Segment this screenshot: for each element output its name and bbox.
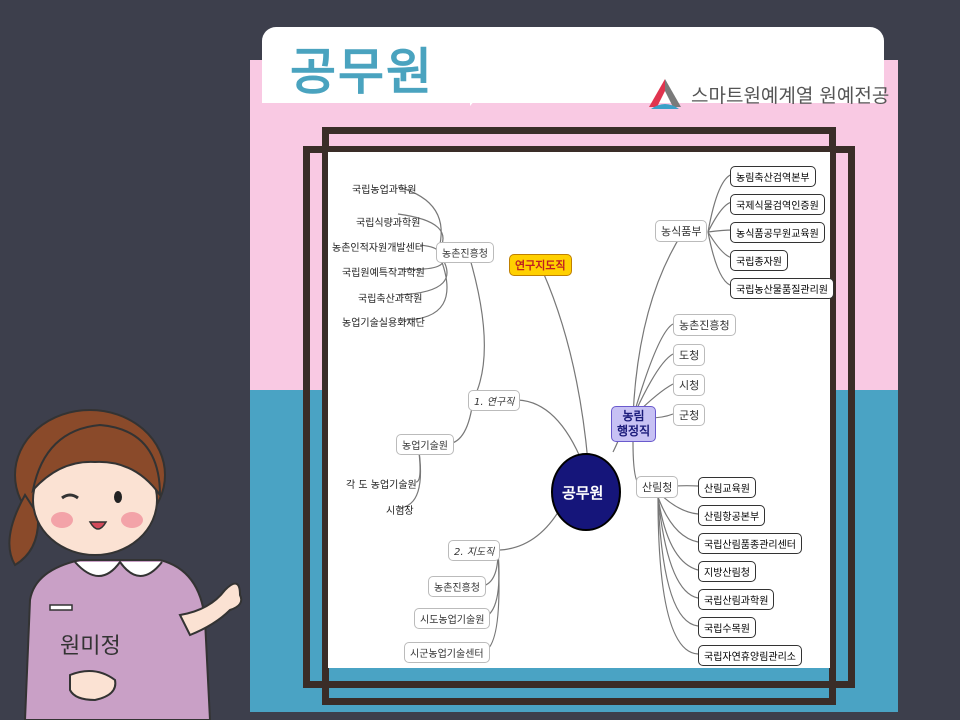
rda-child: 국립식량과학원 xyxy=(356,218,421,229)
admin-node: 농림 행정직 xyxy=(611,406,657,442)
forest-child: 산림항공본부 xyxy=(698,505,766,526)
center-node-label: 공무원 xyxy=(562,484,604,502)
forest-child: 국립자연휴양림관리소 xyxy=(698,645,802,666)
mindmap-canvas: 공무원 연구지도직 1. 연구직 농촌진흥청 국립농업과학원 국립식량과학원 농… xyxy=(328,152,834,668)
rda-child: 국립농업과학원 xyxy=(352,185,417,196)
slide-title: 공무원 xyxy=(290,43,434,101)
ata-child: 각 도 농업기술원 xyxy=(346,480,417,491)
guidance-child: 시군농업기술센터 xyxy=(404,642,490,663)
forest-child: 국립산림과학원 xyxy=(698,589,775,610)
admin-node-line1: 농림 xyxy=(622,409,645,423)
mafra-node: 농식품부 xyxy=(655,220,708,242)
forest-child: 지방산림청 xyxy=(698,561,756,582)
mafra-child: 국립종자원 xyxy=(730,250,788,271)
teacher-character-illustration xyxy=(8,409,243,720)
mafra-child: 국제식물검역인증원 xyxy=(730,194,825,215)
admin-other-node: 농촌진흥청 xyxy=(673,314,736,336)
rda-child: 국립원예특작과학원 xyxy=(342,268,425,279)
research-guidance-header: 연구지도직 xyxy=(509,254,572,276)
character-name: 원미정 xyxy=(60,634,121,659)
admin-other-node: 군청 xyxy=(673,404,706,426)
guidance-node: 2. 지도직 xyxy=(448,540,501,561)
forest-child: 산림교육원 xyxy=(698,477,756,498)
ata-node: 농업기술원 xyxy=(396,434,454,455)
mafra-child: 농림축산검역본부 xyxy=(730,166,816,187)
guidance-child: 농촌진흥청 xyxy=(428,576,486,597)
admin-other-node: 도청 xyxy=(673,344,706,366)
ata-child: 시험장 xyxy=(386,506,414,517)
title-tab xyxy=(262,27,884,103)
rda-child: 농촌인적자원개발센터 xyxy=(332,243,424,254)
forest-child: 국립산림품종관리센터 xyxy=(698,533,802,554)
rda-child: 농업기술실용화재단 xyxy=(342,318,425,329)
research-node: 1. 연구직 xyxy=(468,390,521,411)
mafra-child: 국립농산물품질관리원 xyxy=(730,278,834,299)
guidance-child: 시도농업기술원 xyxy=(414,608,491,629)
title-tab-slope xyxy=(470,60,510,106)
brand-text: 스마트원예계열 원예전공 xyxy=(691,84,890,107)
picture-frame-outer xyxy=(322,127,836,705)
admin-node-line2: 행정직 xyxy=(617,424,651,438)
center-node-shape xyxy=(551,453,621,531)
rda-node: 농촌진흥청 xyxy=(436,242,494,263)
picture-frame-inner xyxy=(303,146,855,688)
mafra-child: 농식품공무원교육원 xyxy=(730,222,825,243)
rda-child: 국립축산과학원 xyxy=(358,294,423,305)
forest-child: 국립수목원 xyxy=(698,617,756,638)
brand-logo-icon xyxy=(649,79,681,109)
forest-node: 산림청 xyxy=(636,476,679,498)
mindmap-connectors xyxy=(397,173,734,655)
admin-other-node: 시청 xyxy=(673,374,706,396)
brand: 스마트원예계열 원예전공 xyxy=(645,77,889,111)
